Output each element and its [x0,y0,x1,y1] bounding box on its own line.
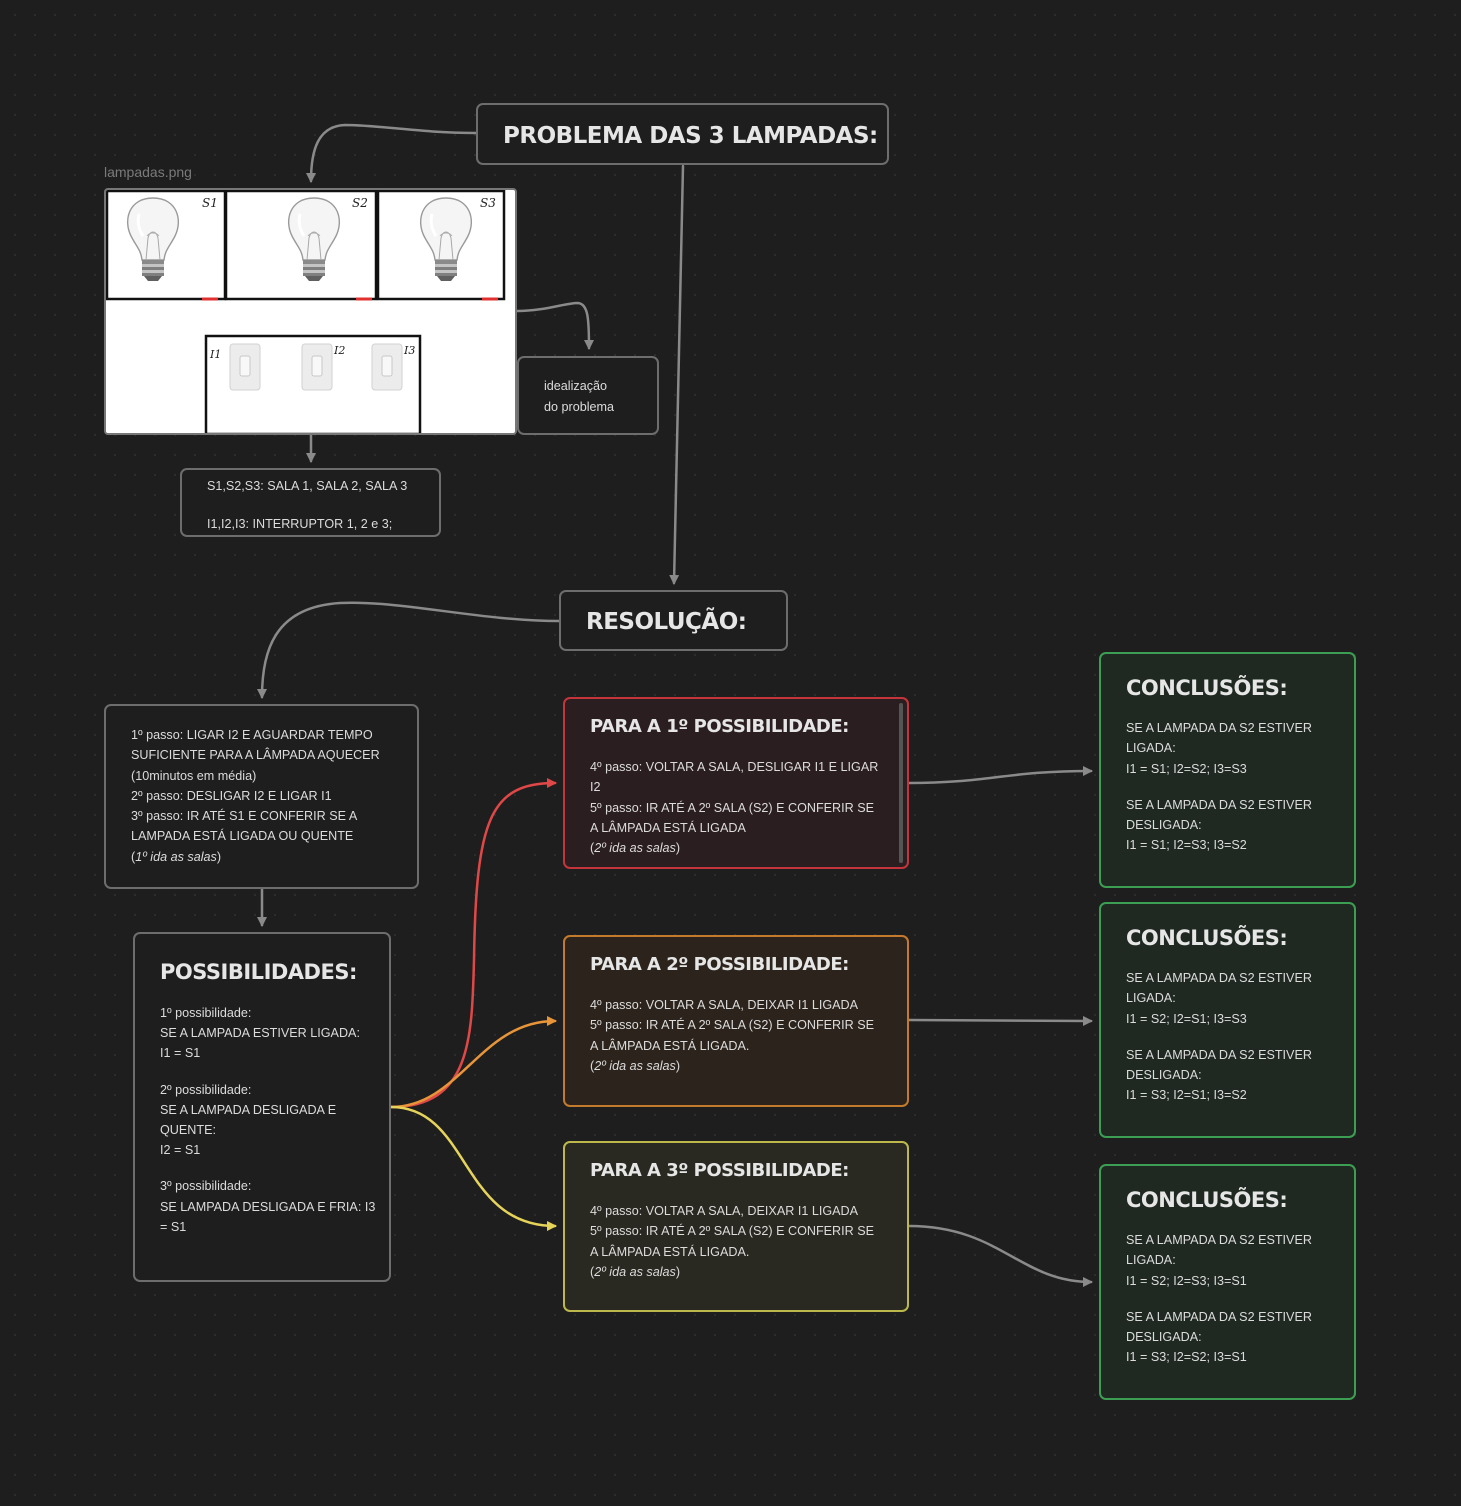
switch-label-i2: I2 [333,344,345,357]
para-1-body: 4º passo: VOLTAR A SALA, DESLIGAR I1 E L… [590,757,880,858]
conclusao-desligada: SE A LAMPADA DA S2 ESTIVER DESLIGADA: I1… [1126,1309,1312,1365]
conclusao-ligada: SE A LAMPADA DA S2 ESTIVER LIGADA: I1 = … [1126,971,1312,1026]
image-caption: lampadas.png [104,164,192,180]
room-s2 [224,190,378,301]
edge-para2-to-conclusoes2 [907,1015,1093,1026]
switch-panel [204,334,422,433]
para-3-steps: 4º passo: VOLTAR A SALA, DEIXAR I1 LIGAD… [590,1204,875,1259]
conclusao-desligada: SE A LAMPADA DA S2 ESTIVER DESLIGADA: I1… [1126,1047,1312,1103]
legenda-line-2: I1,I2,I3: INTERRUPTOR 1, 2 e 3; [207,517,393,531]
para-possibilidade-2-card[interactable]: PARA A 2º POSSIBILIDADE: 4º passo: VOLTA… [563,935,909,1107]
passos-note-text: 1º ida as salas [135,849,217,864]
para-2-steps: 4º passo: VOLTAR A SALA, DEIXAR I1 LIGAD… [590,998,875,1053]
para-possibilidade-1-card[interactable]: PARA A 1º POSSIBILIDADE: 4º passo: VOLTA… [563,697,909,869]
card-scrollbar[interactable] [899,703,903,863]
possibilidades-title: POSSIBILIDADES: [160,960,357,984]
conclusoes-3-body: SE A LAMPADA DA S2 ESTIVER LIGADA: I1 = … [1126,1230,1346,1368]
para-3-note-text: 2º ida as salas [594,1264,676,1279]
switch-label-i1: I1 [209,348,221,361]
passos-card[interactable]: 1º passo: LIGAR I2 E AGUARDAR TEMPO SUFI… [104,704,419,889]
problema-card[interactable]: PROBLEMA DAS 3 LAMPADAS: [476,103,889,165]
passos-body: 1º passo: LIGAR I2 E AGUARDAR TEMPO SUFI… [131,725,401,867]
bulb-icon [287,196,341,283]
legenda-card[interactable]: S1,S2,S3: SALA 1, SALA 2, SALA 3 I1,I2,I… [180,468,441,537]
bulb-icon [126,196,180,283]
edge-possib-to-para1 [389,778,557,1109]
room-label-s2: S2 [352,196,368,210]
room-label-s1: S1 [202,196,218,210]
para-3-note: (2º ida as salas) [590,1264,681,1279]
edge-problema-to-resolucao [669,164,685,585]
passos-text: 1º passo: LIGAR I2 E AGUARDAR TEMPO SUFI… [131,728,380,844]
conclusoes-2-card[interactable]: CONCLUSÕES: SE A LAMPADA DA S2 ESTIVER L… [1099,902,1356,1138]
room-s3 [376,190,506,301]
conclusoes-3-title: CONCLUSÕES: [1126,1188,1288,1212]
legenda-line-1: S1,S2,S3: SALA 1, SALA 2, SALA 3 [207,479,408,493]
para-3-title: PARA A 3º POSSIBILIDADE: [590,1160,849,1181]
para-1-note-text: 2º ida as salas [594,841,676,856]
conclusoes-1-card[interactable]: CONCLUSÕES: SE A LAMPADA DA S2 ESTIVER L… [1099,652,1356,888]
switch-label-i3: I3 [403,344,415,357]
para-2-title: PARA A 2º POSSIBILIDADE: [590,954,849,975]
edge-para1-to-conclusoes1 [907,766,1093,785]
edge-problema-to-image [306,123,478,183]
para-1-title: PARA A 1º POSSIBILIDADE: [590,716,849,737]
para-possibilidade-3-card[interactable]: PARA A 3º POSSIBILIDADE: 4º passo: VOLTA… [563,1141,909,1312]
problema-title: PROBLEMA DAS 3 LAMPADAS: [503,123,878,149]
conclusoes-3-card[interactable]: CONCLUSÕES: SE A LAMPADA DA S2 ESTIVER L… [1099,1164,1356,1400]
para-2-note: (2º ida as salas) [590,1058,681,1073]
possibilidade-item: 3º possibilidade: SE LAMPADA DESLIGADA E… [160,1179,376,1234]
possibilidades-card[interactable]: POSSIBILIDADES: 1º possibilidade: SE A L… [133,932,391,1282]
para-2-note-text: 2º ida as salas [594,1058,676,1073]
room-label-s3: S3 [480,196,496,210]
switch-icon [229,343,261,391]
edge-image-to-idealizacao [515,301,594,350]
switch-icon [301,343,333,391]
conclusoes-2-title: CONCLUSÕES: [1126,926,1288,950]
idealizacao-card[interactable]: idealização do problema [517,356,659,435]
conclusoes-2-body: SE A LAMPADA DA S2 ESTIVER LIGADA: I1 = … [1126,968,1346,1106]
possibilidade-item: 1º possibilidade: SE A LAMPADA ESTIVER L… [160,1006,360,1061]
possibilidade-item: 2º possibilidade: SE A LAMPADA DESLIGADA… [160,1082,337,1158]
resolucao-card[interactable]: RESOLUÇÃO: [559,590,788,651]
para-2-body: 4º passo: VOLTAR A SALA, DEIXAR I1 LIGAD… [590,995,880,1076]
para-1-note: (2º ida as salas) [590,841,681,856]
edge-para3-to-conclusoes3 [907,1224,1093,1287]
conclusao-ligada: SE A LAMPADA DA S2 ESTIVER LIGADA: I1 = … [1126,721,1312,776]
idealizacao-text: idealização do problema [544,379,615,414]
possibilidades-body: 1º possibilidade: SE A LAMPADA ESTIVER L… [160,1003,380,1237]
para-3-body: 4º passo: VOLTAR A SALA, DEIXAR I1 LIGAD… [590,1201,880,1282]
switch-icon [371,343,403,391]
lampadas-illustration: S1 S2 S3 I1 I2 I3 [106,190,506,433]
conclusao-desligada: SE A LAMPADA DA S2 ESTIVER DESLIGADA: I1… [1126,797,1312,853]
conclusoes-1-body: SE A LAMPADA DA S2 ESTIVER LIGADA: I1 = … [1126,718,1346,856]
lampadas-image[interactable]: S1 S2 S3 I1 I2 I3 [104,188,517,435]
edge-possib-to-para3 [389,1105,557,1231]
edge-resolucao-to-passos [257,601,561,699]
passos-note: (1º ida as salas) [131,849,222,864]
edge-possib-to-para2 [389,1016,557,1109]
para-1-steps: 4º passo: VOLTAR A SALA, DESLIGAR I1 E L… [590,760,879,835]
legenda-text: S1,S2,S3: SALA 1, SALA 2, SALA 3 I1,I2,I… [207,477,407,534]
conclusao-ligada: SE A LAMPADA DA S2 ESTIVER LIGADA: I1 = … [1126,1233,1312,1288]
conclusoes-1-title: CONCLUSÕES: [1126,676,1288,700]
resolucao-title: RESOLUÇÃO: [586,609,747,635]
bulb-icon [419,196,473,283]
